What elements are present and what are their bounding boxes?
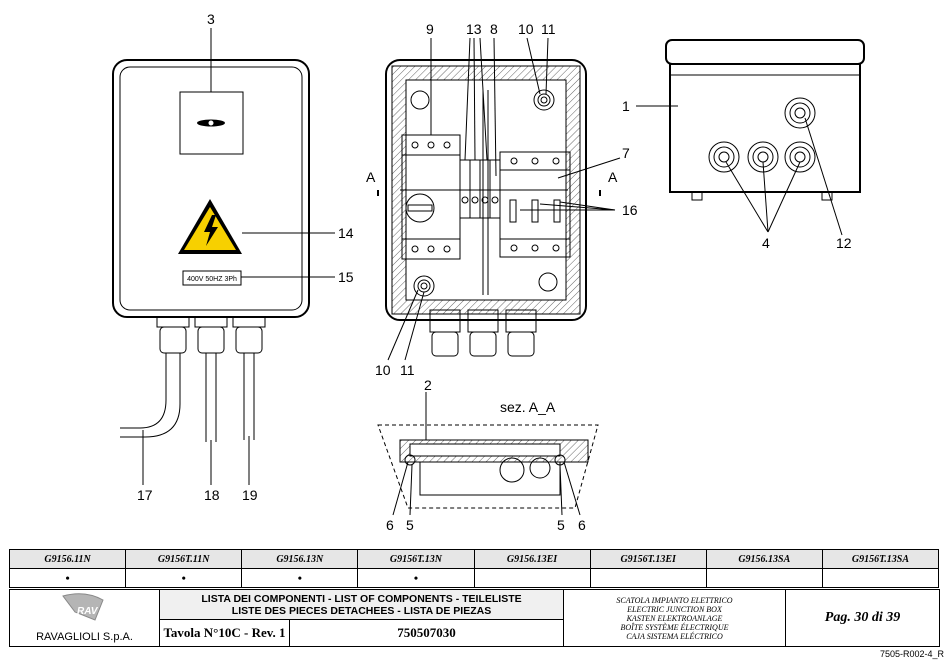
callout-9: 9 xyxy=(426,21,434,37)
interior-view: A A 9 13 8 10 11 7 16 10 11 xyxy=(366,21,638,378)
company-logo-cell: RAV RAVAGLIOLI S.p.A. xyxy=(9,589,160,647)
model-table: G9156.11N G9156T.11N G9156.13N G9156T.13… xyxy=(8,549,940,588)
model-code: G9156.13SA xyxy=(705,549,823,569)
page-number: Pag. 30 di 39 xyxy=(785,589,940,647)
callout-16: 16 xyxy=(622,202,638,218)
model-code: G9156.13N xyxy=(241,549,359,569)
components-list-title: LISTA DEI COMPONENTI - LIST OF COMPONENT… xyxy=(159,589,564,620)
cable-glands-front xyxy=(156,316,266,354)
callout-11-bottom: 11 xyxy=(400,362,415,378)
callout-13: 13 xyxy=(466,21,482,37)
description-de: KASTEN ELEKTROANLAGE xyxy=(626,613,723,623)
model-mark xyxy=(589,568,707,588)
model-code: G9156T.13N xyxy=(357,549,475,569)
callout-2: 2 xyxy=(424,377,432,393)
part-code: 750507030 xyxy=(289,619,564,647)
model-code: G9156.11N xyxy=(8,549,127,569)
side-view: 1 4 12 xyxy=(622,39,865,251)
cable-glands-interior xyxy=(429,309,537,357)
list-title-line1: LISTA DEI COMPONENTI - LIST OF COMPONENT… xyxy=(201,592,522,605)
callout-3: 3 xyxy=(207,11,215,27)
document-reference: 7505-R002-4_R xyxy=(879,649,944,659)
callout-5-left: 5 xyxy=(406,517,414,533)
model-code: G9156T.13EI xyxy=(589,549,707,569)
company-name: RAVAGLIOLI S.p.A. xyxy=(36,631,133,643)
model-mark: • xyxy=(241,568,359,588)
callout-18: 18 xyxy=(204,487,220,503)
callout-17: 17 xyxy=(137,487,153,503)
callout-10-top: 10 xyxy=(518,21,534,37)
model-code: G9156.13EI xyxy=(473,549,591,569)
model-applicability-row: • • • • xyxy=(8,568,940,588)
callout-11-top: 11 xyxy=(541,21,556,37)
model-mark: • xyxy=(125,568,243,588)
description-fr: BOÎTE SYSTÈME ÉLECTRIQUE xyxy=(620,622,729,632)
model-mark: • xyxy=(357,568,475,588)
description-it: SCATOLA IMPIANTO ELETTRICO xyxy=(616,595,733,605)
section-a-a: sez. A_A 2 6 5 5 6 xyxy=(377,377,599,533)
callout-14: 14 xyxy=(338,225,354,241)
description-en: ELECTRIC JUNCTION BOX xyxy=(627,604,722,614)
callout-8: 8 xyxy=(490,21,498,37)
model-mark xyxy=(473,568,591,588)
list-title-line2: LISTE DES PIECES DETACHEES - LISTA DE PI… xyxy=(231,604,492,617)
company-logo: RAV xyxy=(62,593,104,621)
callout-12: 12 xyxy=(836,235,852,251)
callout-5-right: 5 xyxy=(557,517,565,533)
model-header-row: G9156.11N G9156T.11N G9156.13N G9156T.13… xyxy=(8,549,940,569)
description-es: CAJA SISTEMA ELÉCTRICO xyxy=(626,631,723,641)
logo-text: RAV xyxy=(77,606,99,617)
voltage-plate xyxy=(182,270,242,286)
callout-7: 7 xyxy=(622,145,630,161)
callout-19: 19 xyxy=(242,487,258,503)
callout-6-left: 6 xyxy=(386,517,394,533)
table-number: Tavola N°10C - Rev. 1 xyxy=(159,619,290,647)
description-cell: SCATOLA IMPIANTO ELETTRICO ELECTRIC JUNC… xyxy=(563,589,786,647)
callout-10-bottom: 10 xyxy=(375,362,391,378)
callout-6-right: 6 xyxy=(578,517,586,533)
callout-15: 15 xyxy=(338,269,354,285)
callout-4: 4 xyxy=(762,235,770,251)
voltage-plate-text: 400V 50HZ 3Ph xyxy=(187,276,237,283)
title-block: RAV RAVAGLIOLI S.p.A. LISTA DEI COMPONEN… xyxy=(9,589,940,647)
warning-sign-icon xyxy=(178,199,242,254)
section-marker-left: A xyxy=(366,169,376,185)
model-mark xyxy=(705,568,823,588)
section-marker-right: A xyxy=(608,169,618,185)
model-code: G9156T.11N xyxy=(125,549,243,569)
callout-1: 1 xyxy=(622,98,630,114)
front-view: 400V 50HZ 3Ph 3 14 15 17 18 19 xyxy=(112,11,354,503)
model-mark xyxy=(821,568,940,588)
model-mark: • xyxy=(8,568,127,588)
section-label: sez. A_A xyxy=(500,399,556,415)
side-glands xyxy=(708,97,816,173)
model-code: G9156T.13SA xyxy=(821,549,940,569)
technical-drawing: 400V 50HZ 3Ph 3 14 15 17 18 19 xyxy=(112,11,865,533)
